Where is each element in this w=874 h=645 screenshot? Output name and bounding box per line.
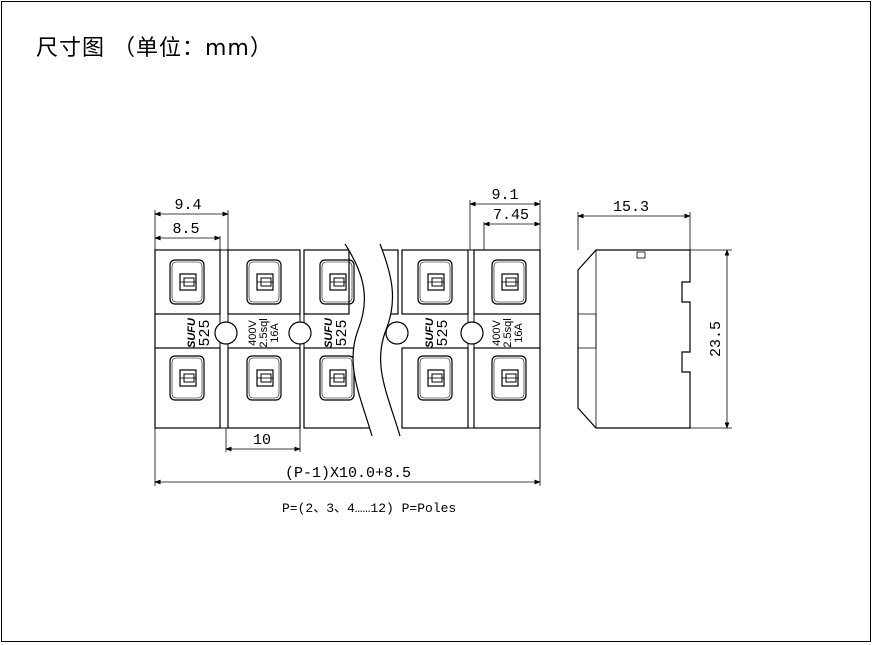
- current-label: 16A: [513, 323, 525, 343]
- dimension-10: 10: [253, 432, 271, 449]
- dimension-15-3: 15.3: [613, 199, 649, 216]
- front-dimensions: [154, 200, 541, 486]
- model-label: 525: [197, 319, 214, 346]
- side-view: [577, 249, 691, 429]
- dimension-7-45: 7.45: [493, 207, 529, 224]
- dimension-8-5: 8.5: [172, 221, 199, 238]
- voltage-label: 400V: [491, 319, 503, 345]
- dimension-total-length: (P-1)X10.0+8.5: [285, 465, 411, 482]
- model-label: 525: [435, 319, 452, 346]
- mounting-hole: [460, 321, 484, 345]
- dimension-9-1: 9.1: [491, 187, 518, 204]
- brand-logo: SUFU: [323, 317, 335, 348]
- front-view: SUFU 525 400V 2.5sql 16A SUFU 525 SUFU 5…: [154, 243, 541, 437]
- voltage-label: 400V: [247, 319, 259, 345]
- dimension-23-5: 23.5: [708, 321, 725, 357]
- side-dimensions: [577, 212, 732, 429]
- brand-logo: SUFU: [424, 317, 436, 348]
- brand-logo: SUFU: [186, 317, 198, 348]
- dimension-9-4: 9.4: [174, 197, 201, 214]
- mounting-hole: [214, 321, 238, 345]
- mounting-hole: [385, 321, 409, 345]
- poles-note: P=(2、3、4……12) P=Poles: [282, 501, 456, 516]
- page-title: 尺寸图 （单位：mm）: [36, 36, 273, 61]
- current-label: 16A: [269, 323, 281, 343]
- mounting-hole: [288, 321, 312, 345]
- model-label: 525: [334, 319, 351, 346]
- section-label: 2.5sql: [258, 318, 270, 347]
- section-label: 2.5sql: [502, 318, 514, 347]
